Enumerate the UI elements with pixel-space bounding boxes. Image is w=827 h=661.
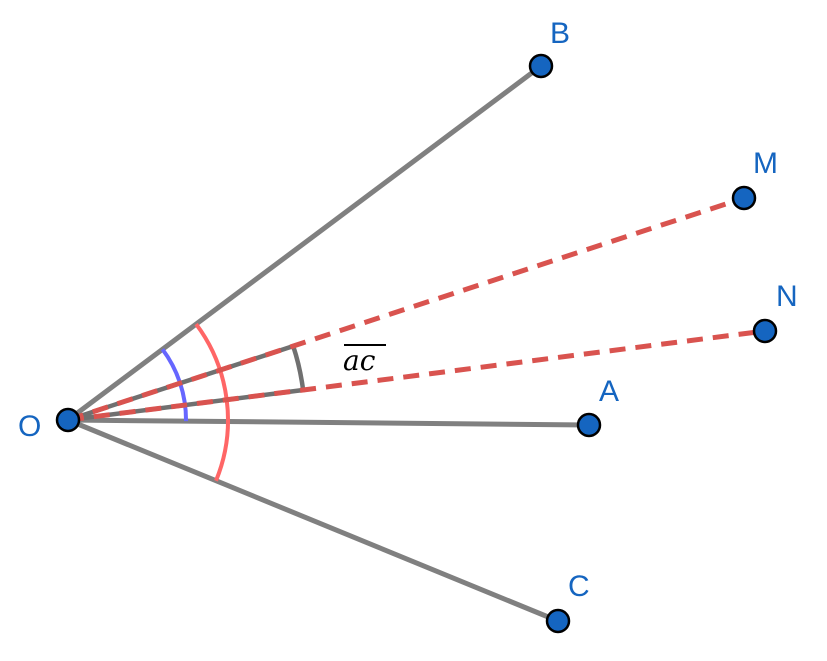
segment-OA[interactable]	[67, 417, 590, 428]
label-B: B	[550, 17, 570, 50]
angle-label: ac	[343, 344, 376, 377]
point-A[interactable]	[576, 412, 602, 438]
label-A: A	[599, 375, 619, 408]
label-M: M	[753, 147, 778, 180]
segment-OC[interactable]	[67, 417, 559, 624]
point-M[interactable]	[731, 185, 757, 211]
point-N[interactable]	[752, 318, 778, 344]
label-C: C	[568, 570, 590, 603]
point-C[interactable]	[545, 608, 571, 634]
dashed-ray-ON[interactable]	[67, 328, 766, 423]
segment-OB[interactable]	[66, 63, 543, 423]
dashed-ray-OM[interactable]	[67, 195, 745, 423]
point-B[interactable]	[528, 53, 554, 79]
point-O[interactable]	[55, 407, 81, 433]
label-O: O	[18, 410, 41, 443]
label-N: N	[776, 280, 798, 313]
